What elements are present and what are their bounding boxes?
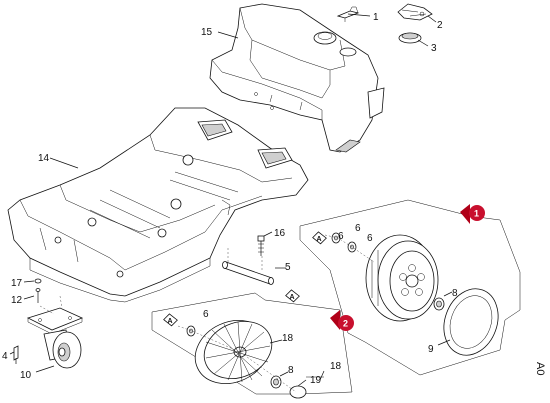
label-part-2: 2 [437,20,443,31]
handle-part-1 [336,6,360,22]
label-part-1: 1 [373,12,379,23]
svg-text:2: 2 [343,319,348,329]
label-part-12: 12 [11,295,23,306]
label-part-6-a: 6 [338,231,344,242]
svg-text:A: A [290,294,295,301]
label-part-8-b: 8 [288,365,294,376]
label-part-18-b: 18 [330,361,342,372]
label-part-6-d: 6 [203,309,209,320]
assembly-mark-a-3: A [163,313,178,327]
pin-part-12 [35,288,41,303]
label-part-8-a: 8 [452,288,458,299]
washer-part-17 [34,278,42,284]
cap-part-3 [398,32,422,44]
side-code-label: A0 [534,362,546,375]
tank-part-15 [209,3,385,153]
svg-text:A: A [317,236,322,243]
screw-part-4 [13,345,19,364]
label-part-6-c: 6 [367,233,373,244]
variant-badge-2: 2 [330,310,354,331]
caster-part-10 [26,307,84,369]
wheel-variant-1-group [299,199,521,376]
label-part-16: 16 [274,228,286,239]
label-part-9: 9 [428,344,434,355]
label-part-5: 5 [285,262,291,273]
label-part-6-b: 6 [355,223,361,234]
svg-text:1: 1 [474,209,479,219]
label-part-19: 19 [310,375,322,386]
assembly-mark-a-2: A [285,289,300,303]
leader-lines [9,13,453,387]
label-part-14: 14 [38,153,50,164]
svg-text:A: A [168,318,173,325]
label-part-3: 3 [431,43,437,54]
bolt-part-16 [257,235,265,256]
chassis-part-14 [7,107,309,303]
label-part-10: 10 [20,370,32,381]
label-part-15: 15 [201,27,213,38]
label-part-18-a: 18 [282,333,294,344]
variant-badge-1: 1 [460,204,485,224]
wheel-variant-2-group [151,292,353,399]
latch-part-2 [397,3,433,21]
assembly-mark-a-1: A [312,231,327,245]
label-part-17: 17 [11,278,23,289]
label-part-4: 4 [2,351,8,362]
axle-part-5 [222,261,274,285]
